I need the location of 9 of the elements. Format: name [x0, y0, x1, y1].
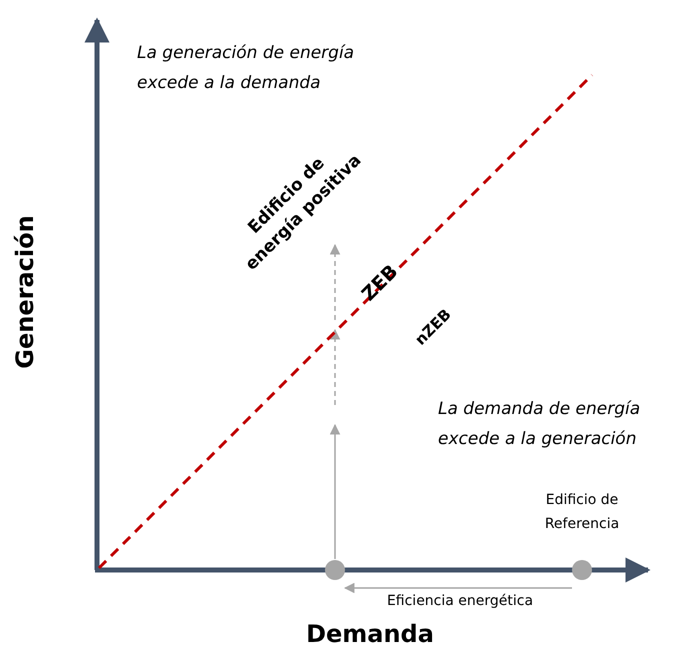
axis-title: Generación [11, 214, 39, 371]
marker-dot [572, 560, 592, 580]
axis-title: Demanda [305, 620, 435, 648]
region-note: La demanda de energía excede a la generación [438, 398, 642, 451]
region-note: La generación de energía excede a la demanda [137, 42, 356, 95]
marker-dot [325, 560, 345, 580]
arrow [344, 582, 572, 594]
arrow [330, 424, 340, 559]
node-caption: Edificio de Referencia [544, 491, 620, 534]
